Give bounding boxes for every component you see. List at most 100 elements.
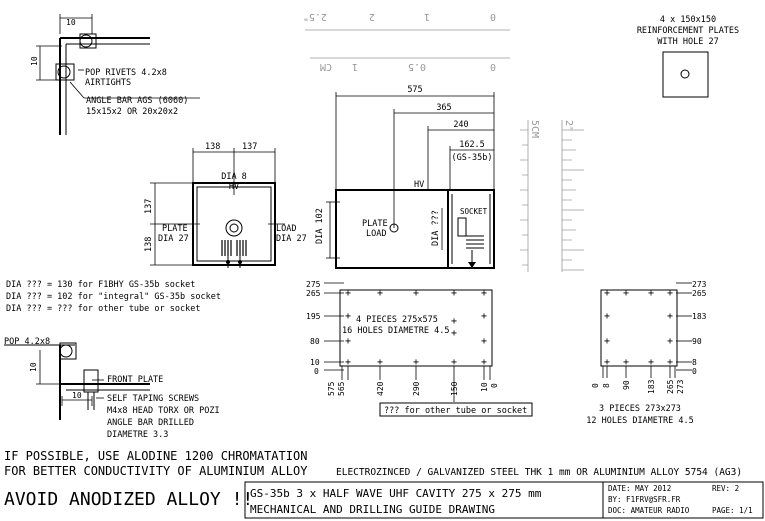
- angle-size-label: 15x15x2 OR 20x20x2: [86, 107, 178, 117]
- front-hv: HV: [229, 182, 239, 192]
- svg-text:+: +: [451, 357, 457, 368]
- pop-label: POP 4.2x8: [4, 337, 50, 347]
- airtight-label: AIRTIGHTS: [85, 78, 131, 88]
- reinforcement-plate: [662, 51, 709, 98]
- svg-text:+: +: [604, 336, 610, 347]
- svg-text:+: +: [648, 357, 654, 368]
- front-h-bottom: 138: [144, 237, 154, 252]
- svg-text:+: +: [604, 288, 610, 299]
- p3-y-183: 183: [692, 312, 707, 321]
- svg-text:+: +: [377, 288, 383, 299]
- p4-y-275: 275: [306, 280, 321, 289]
- p3-y-265: 265: [692, 289, 707, 298]
- dia-note-3: DIA ??? = ??? for other tube or socket: [6, 304, 200, 314]
- angle-bar-detail-top: [36, 14, 200, 135]
- alodine-line-2: FOR BETTER CONDUCTIVITY OF ALUMINIUM ALL…: [4, 464, 308, 478]
- title-line-2: MECHANICAL AND DRILLING GUIDE DRAWING: [250, 503, 495, 516]
- p3-holes: 12 HOLES DIAMETRE 4.5: [586, 416, 693, 426]
- right-ruler: [520, 120, 584, 272]
- scale-tick-0: 2.5": [303, 11, 327, 22]
- svg-text:+: +: [623, 357, 629, 368]
- angle-bar-detail-bottom: [4, 342, 150, 420]
- side-d162: 162.5: [459, 140, 485, 150]
- p3-y-8: 8: [692, 358, 697, 367]
- ruler-inch: 2": [563, 120, 574, 132]
- side-dim-10: 10: [30, 56, 39, 66]
- side-view: [326, 92, 495, 269]
- plate-4-holes: ++ ++ + ++ ++ ++ ++ + ++: [345, 288, 487, 368]
- p4-x-10: 10: [480, 382, 489, 392]
- p3-x-0: 0: [591, 383, 600, 388]
- screws-label-2: M4x8 HEAD TORX OR POZI: [107, 406, 220, 416]
- plate-3-pieces: [600, 282, 692, 378]
- front-h-top: 137: [144, 199, 154, 214]
- title-by: BY: F1FRV@SFR.FR: [608, 495, 681, 504]
- p4-y-0: 0: [314, 367, 319, 376]
- bottom-dim-10a: 10: [29, 362, 38, 372]
- svg-text:+: +: [667, 357, 673, 368]
- mirrored-scale: [305, 29, 510, 59]
- screws-label: SELF TAPING SCREWS: [107, 394, 199, 404]
- angle-bar-label: ANGLE BAR AGS (6060): [86, 96, 188, 106]
- svg-text:+: +: [604, 357, 610, 368]
- front-plate-label: FRONT PLATE: [107, 375, 163, 385]
- svg-text:+: +: [667, 288, 673, 299]
- p3-x-273: 273: [676, 379, 685, 394]
- p4-y-195: 195: [306, 312, 321, 321]
- scale-tick-4: 1: [352, 61, 358, 72]
- side-socket: SOCKET: [460, 207, 488, 216]
- bottom-dim-10b: 10: [72, 391, 82, 400]
- front-view: [150, 148, 285, 268]
- title-block: [244, 481, 764, 519]
- p4-y-265: 265: [306, 289, 321, 298]
- p3-y-0: 0: [692, 367, 697, 376]
- front-load-dia: DIA 27: [276, 234, 307, 244]
- svg-text:+: +: [623, 288, 629, 299]
- dia-note-2: DIA ??? = 102 for "integral" GS-35b sock…: [6, 292, 221, 302]
- title-rev: REV: 2: [712, 484, 739, 493]
- reinf-line1: 4 x 150x150: [660, 15, 716, 25]
- p4-x-0: 0: [490, 383, 499, 388]
- p4-tag: ??? for other tube or socket: [384, 406, 527, 416]
- svg-text:+: +: [481, 288, 487, 299]
- svg-text:+: +: [667, 311, 673, 322]
- p3-x-8: 8: [602, 383, 611, 388]
- dia-note-1: DIA ??? = 130 for F1BHY GS-35b socket: [6, 280, 195, 290]
- title-date: DATE: MAY 2012: [608, 484, 671, 493]
- plate-4-pieces: [324, 282, 493, 402]
- front-w-right: 137: [242, 142, 257, 152]
- svg-text:+: +: [345, 336, 351, 347]
- p4-holes: 16 HOLES DIAMETRE 4.5: [342, 326, 449, 336]
- title-doc: DOC: AMATEUR RADIO: [608, 506, 690, 515]
- screws-label-3: ANGLE BAR DRILLED: [107, 418, 194, 428]
- title-line-1: GS-35b 3 x HALF WAVE UHF CAVITY 275 x 27…: [250, 487, 542, 500]
- p4-x-420: 420: [376, 381, 385, 396]
- front-dia8: DIA 8: [221, 172, 247, 182]
- anodized-warning: AVOID ANODIZED ALLOY !!: [4, 489, 253, 510]
- side-d365: 365: [436, 103, 451, 113]
- p4-x-150: 150: [450, 381, 459, 396]
- scale-tick-2: 1: [424, 11, 430, 22]
- plate-3-holes: ++ ++ ++ ++ ++ ++: [604, 288, 673, 368]
- p4-tag-box: [379, 402, 533, 417]
- alodine-line-1: IF POSSIBLE, USE ALODINE 1200 CHROMATATI…: [4, 449, 307, 463]
- reinforcement-hole: [680, 69, 690, 79]
- p3-pieces: 3 PIECES 273x273: [599, 404, 681, 414]
- side-d240: 240: [453, 120, 468, 130]
- svg-text:+: +: [481, 311, 487, 322]
- top-dim-10: 10: [66, 18, 76, 27]
- rivets-label: POP RIVETS 4.2x8: [85, 68, 167, 78]
- svg-text:+: +: [345, 311, 351, 322]
- p3-x-90: 90: [622, 380, 631, 390]
- p4-x-575: 575: [327, 381, 336, 396]
- svg-text:+: +: [345, 357, 351, 368]
- p4-pieces: 4 PIECES 275x575: [356, 315, 438, 325]
- reinf-line2: REINFORCEMENT PLATES: [637, 26, 739, 36]
- svg-text:+: +: [451, 316, 457, 327]
- side-gs: (GS-35b): [452, 153, 493, 163]
- side-plate: PLATE: [362, 219, 388, 229]
- svg-text:+: +: [604, 311, 610, 322]
- reinf-line3: WITH HOLE 27: [657, 37, 718, 47]
- svg-text:+: +: [413, 288, 419, 299]
